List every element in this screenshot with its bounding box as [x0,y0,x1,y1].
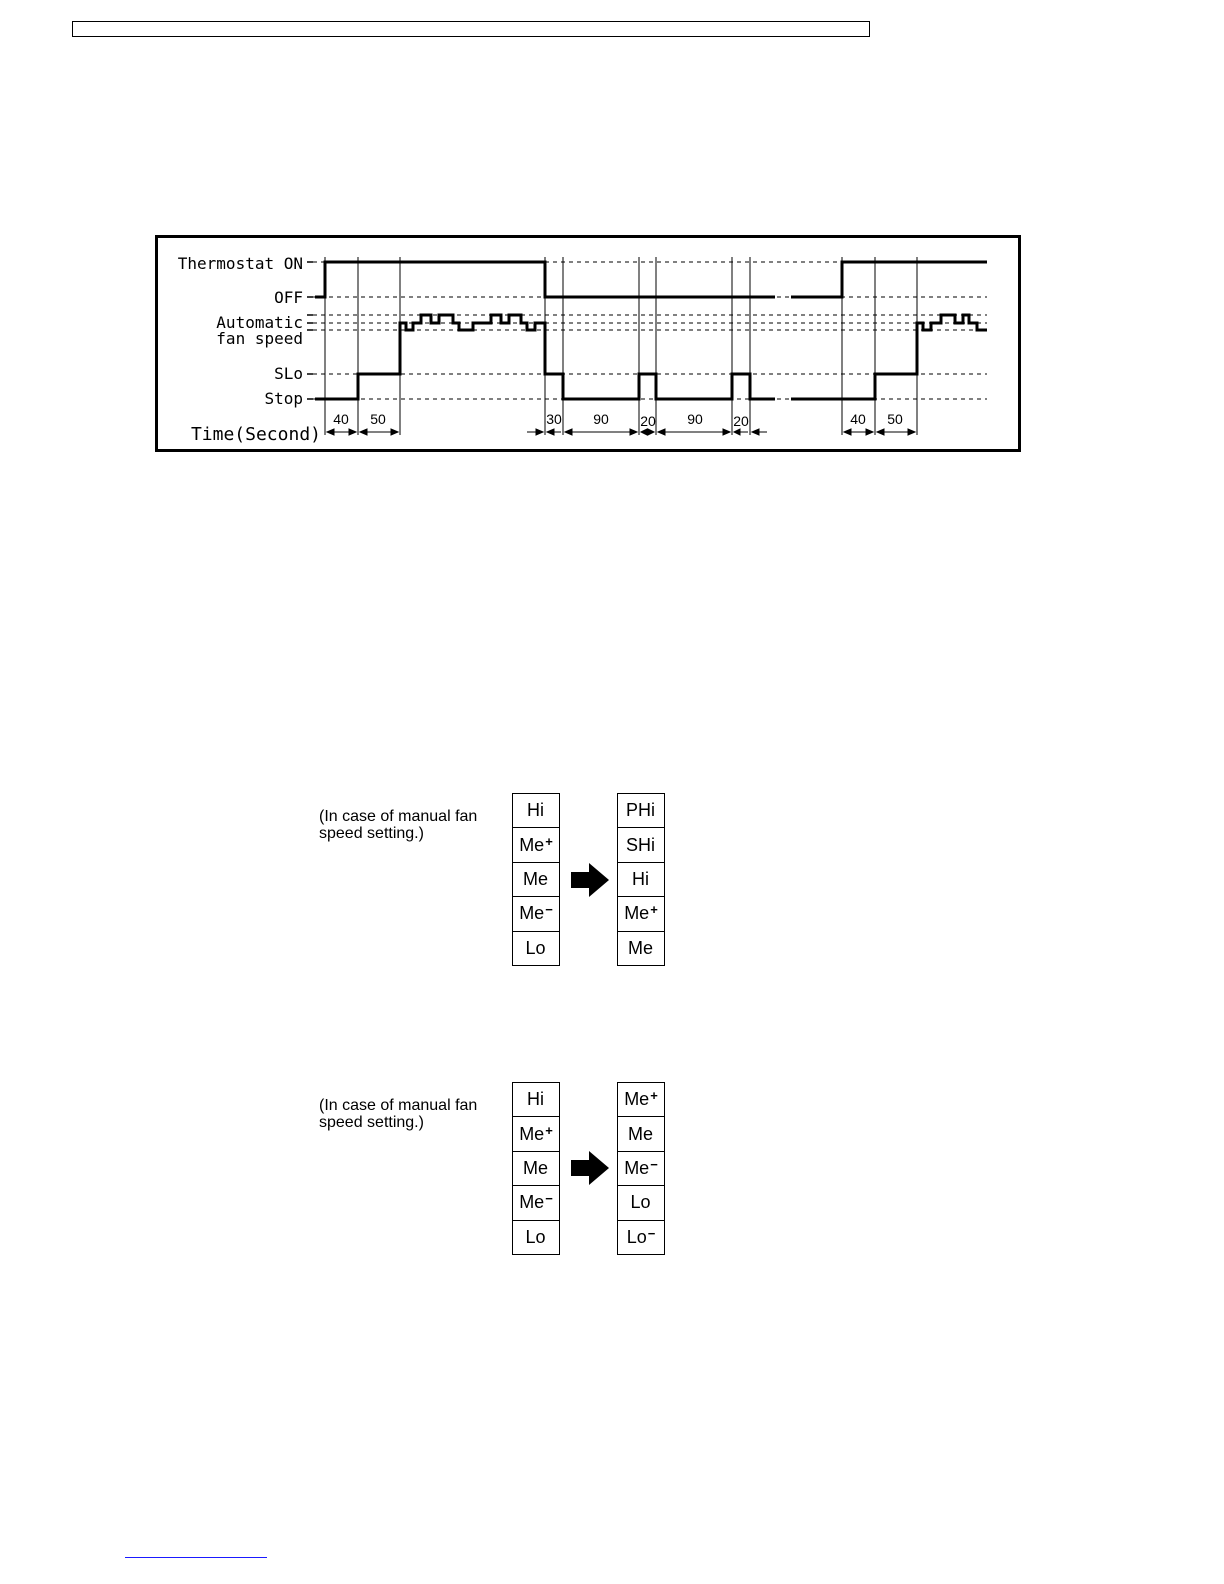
speed-cell: Hi [618,863,664,897]
note-line: (In case of manual fan [319,808,509,825]
speed-cell: Lo [618,1186,664,1220]
speed-cell: PHi [618,794,664,828]
duration-label: 50 [887,411,903,427]
right-arrow-icon [571,863,609,897]
label-off: OFF [274,288,303,307]
footer-link-underline[interactable] [125,1557,267,1558]
speed-cell: Me+ [618,897,664,931]
manual-fan-note-1: (In case of manual fan speed setting.) [319,808,509,842]
fan-speed-after-column-1: PHi SHi Hi Me+ Me [617,793,665,966]
duration-label: 90 [593,411,609,427]
fan-speed-after-column-2: Me+ Me Me− Lo Lo− [617,1082,665,1255]
right-arrow-icon [571,1151,609,1185]
label-fan-speed: fan speed [216,329,303,348]
note-line: speed setting.) [319,825,509,842]
duration-label: 40 [850,411,866,427]
fan-speed-waveform [315,315,987,399]
duration-label: 40 [333,411,349,427]
speed-cell: Me− [618,1152,664,1186]
speed-cell: Lo [513,1221,559,1255]
duration-label: 50 [370,411,386,427]
speed-cell: Me+ [513,828,559,862]
fan-speed-before-column-1: Hi Me+ Me Me− Lo [512,793,560,966]
speed-cell: Lo [513,932,559,966]
duration-label: 30 [546,411,562,427]
duration-label: 90 [687,411,703,427]
note-line: speed setting.) [319,1114,509,1131]
label-thermostat-on: Thermostat ON [178,254,303,273]
fan-speed-before-column-2: Hi Me+ Me Me− Lo [512,1082,560,1255]
speed-cell: Lo− [618,1221,664,1255]
speed-cell: Hi [513,794,559,828]
event-markers [325,257,917,435]
speed-cell: Me [513,1152,559,1186]
speed-cell: Me [513,863,559,897]
speed-cell: Me− [513,897,559,931]
duration-label: 20 [640,413,656,429]
speed-cell: Me [618,1117,664,1151]
header-box [72,21,870,37]
speed-cell: Hi [513,1083,559,1117]
speed-cell: Me+ [618,1083,664,1117]
note-line: (In case of manual fan [319,1097,509,1114]
duration-label: 20 [733,413,749,429]
speed-cell: Me− [513,1186,559,1220]
speed-cell: Me+ [513,1117,559,1151]
label-stop: Stop [264,389,303,408]
duration-arrows [327,429,915,435]
manual-fan-note-2: (In case of manual fan speed setting.) [319,1097,509,1131]
label-time-axis: Time(Second) [191,424,321,445]
label-slo: SLo [274,364,303,383]
thermostat-timing-chart: Thermostat ON OFF Automatic fan speed SL… [155,235,1021,452]
thermostat-waveform [315,262,987,297]
speed-cell: SHi [618,828,664,862]
level-ticks [307,262,313,399]
speed-cell: Me [618,932,664,966]
